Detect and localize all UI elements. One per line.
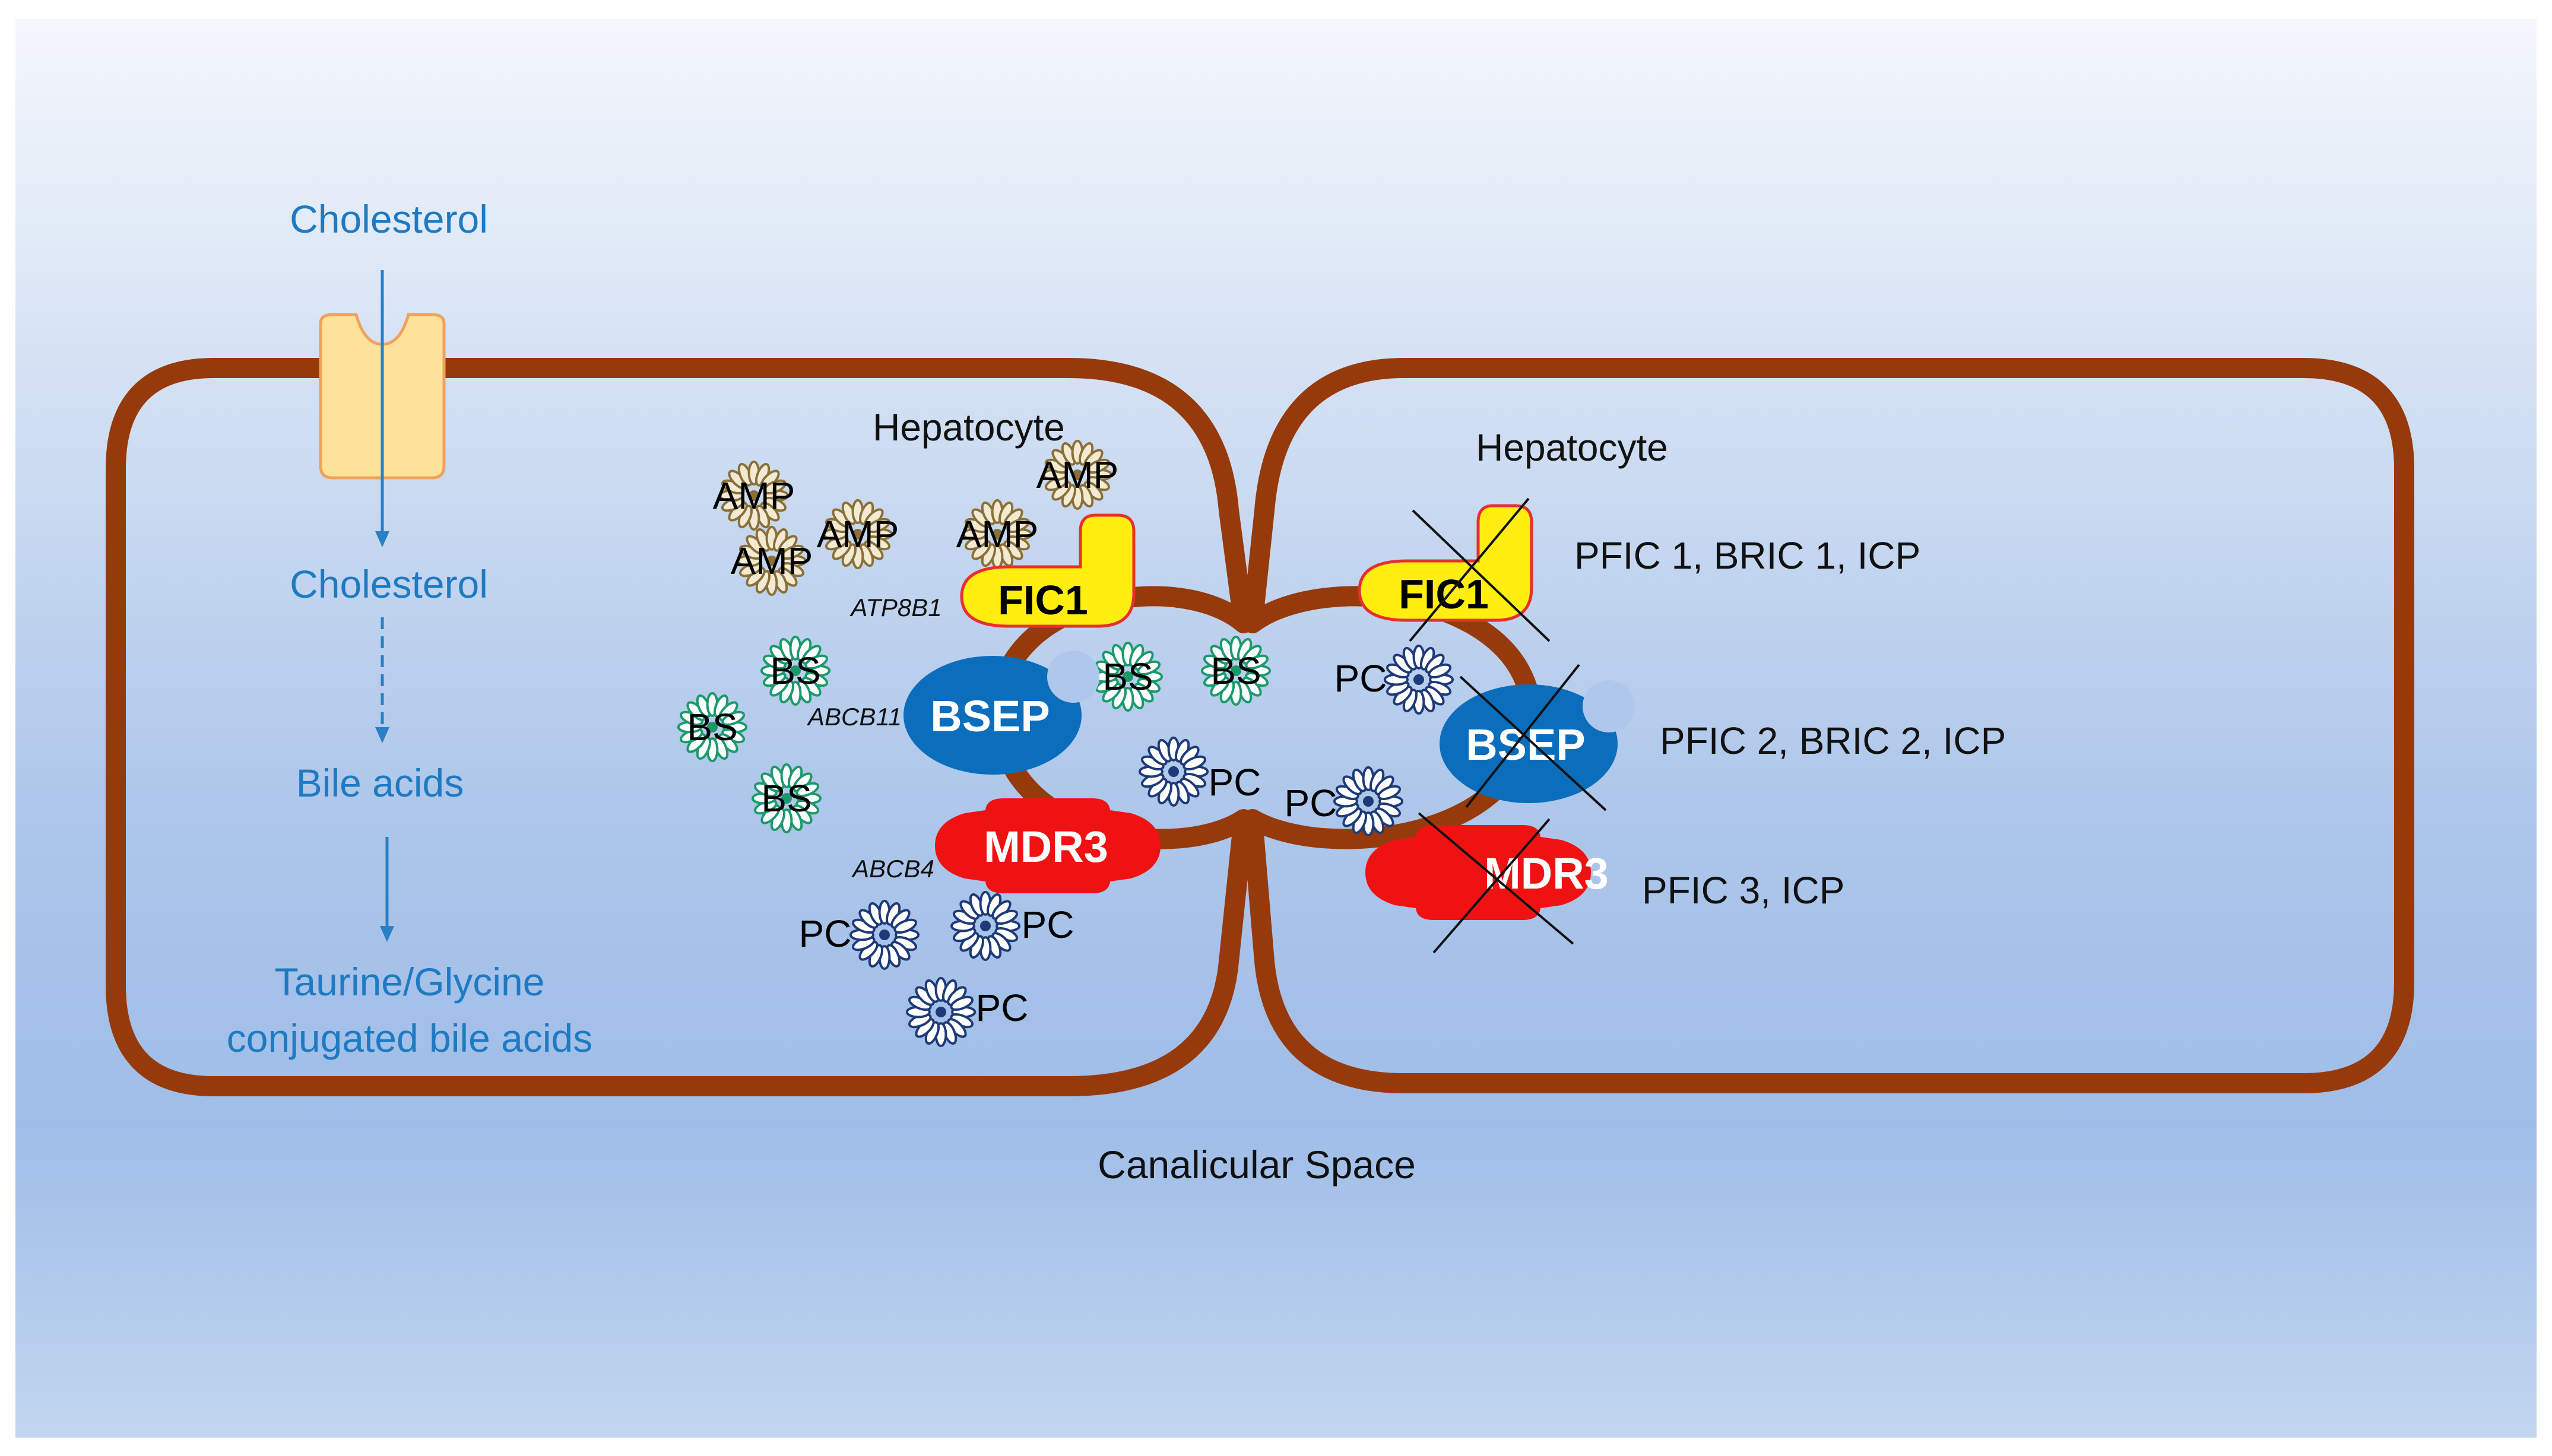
background-panel [15, 19, 2537, 1438]
left-fic1-shape [960, 513, 1136, 628]
fic1-disease-label: PFIC 1, BRIC 1, ICP [1574, 534, 1920, 577]
pc-micelle [950, 890, 1021, 962]
amp-label: AMP [713, 474, 795, 517]
amp-micelle [1042, 439, 1113, 510]
right-fic1-cross-a [1412, 509, 1551, 642]
synthesis-arrowhead [375, 727, 389, 743]
bs-label: BS [1102, 655, 1153, 698]
pc-label: PC [1209, 761, 1261, 804]
right-hepatocyte-label: Hepatocyte [1476, 426, 1668, 469]
left-hepatocyte-membrane [106, 358, 1254, 1096]
right-hepatocyte-membrane [1242, 358, 2414, 1093]
cholesterol-uptake-arrowhead [375, 531, 389, 547]
bs-label: BS [761, 777, 811, 820]
right-fic1-label: FIC1 [1399, 571, 1489, 617]
left-fic1-label: FIC1 [998, 577, 1088, 623]
pc-label: PC [976, 986, 1029, 1029]
bsep-disease-label: PFIC 2, BRIC 2, ICP [1660, 719, 2006, 762]
bs-micelle [677, 691, 748, 763]
right-fic1: FIC1 [1358, 497, 1551, 642]
pc-micelle [1138, 736, 1209, 807]
left-mdr3: MDR3 [935, 798, 1161, 893]
amp-micelle [718, 460, 790, 531]
right-fic1-shape [1358, 504, 1533, 622]
conjugation-arrowhead [380, 926, 394, 942]
right-bsep-cross-b [1465, 664, 1580, 808]
mdr3-disease-label: PFIC 3, ICP [1642, 869, 1844, 912]
bs-label: BS [1210, 649, 1261, 692]
right-mdr3-shape [1365, 825, 1591, 920]
left-bsep-shape [903, 656, 1082, 775]
left-bsep-notch [1047, 651, 1099, 703]
right-bsep-cross-a [1459, 675, 1607, 811]
right-mdr3-label: MDR3 [1484, 849, 1609, 898]
right-bsep-label: BSEP [1466, 720, 1586, 769]
left-fic1: FIC1 [960, 513, 1136, 628]
amp-micelle [962, 499, 1033, 570]
pc-label: PC [799, 912, 852, 955]
bs-micelle [1092, 641, 1164, 712]
left-atp8b1-gene: ATP8B1 [849, 594, 941, 621]
conjugated-label-line1: Taurine/Glycine [275, 960, 545, 1004]
pc-micelle [905, 976, 977, 1048]
canalicular-space-label: Canalicular Space [1098, 1143, 1416, 1187]
pc-micelle [1333, 766, 1404, 837]
right-mdr3-cross-b [1432, 818, 1551, 954]
cholesterol-label-mid: Cholesterol [290, 562, 488, 606]
right-mdr3: MDR3 [1365, 812, 1609, 954]
pc-label: PC [1334, 657, 1387, 700]
pc-micelle [1383, 644, 1454, 715]
left-bsep: BSEP [903, 651, 1099, 775]
bs-label: BS [687, 706, 737, 748]
bs-label: BS [770, 649, 820, 692]
amp-label: AMP [1036, 453, 1119, 496]
cholesterol-label-top: Cholesterol [290, 197, 488, 241]
conjugated-label-line2: conjugated bile acids [227, 1016, 592, 1060]
bs-micelle [1200, 635, 1272, 706]
amp-micelle [822, 499, 893, 570]
left-hepatocyte-label: Hepatocyte [873, 406, 1065, 449]
right-mdr3-cross-a [1418, 812, 1574, 945]
bile-acids-label: Bile acids [296, 761, 464, 805]
right-fic1-cross-b [1409, 497, 1530, 642]
pc-micelle [849, 899, 920, 970]
left-mdr3-shape [935, 798, 1161, 893]
bs-micelle [760, 635, 831, 706]
right-bsep-shape [1440, 684, 1618, 803]
bs-micelle [751, 763, 822, 834]
left-mdr3-label: MDR3 [984, 822, 1108, 871]
amp-micelle [736, 525, 807, 597]
right-bsep: BSEP [1440, 664, 1635, 811]
right-bsep-notch [1583, 680, 1635, 732]
pc-label: PC [1285, 782, 1337, 824]
pc-label: PC [1022, 903, 1074, 946]
amp-label: AMP [817, 513, 899, 556]
left-bsep-label: BSEP [930, 691, 1050, 741]
amp-label: AMP [956, 513, 1039, 556]
left-abcb11-gene: ABCB11 [806, 703, 902, 731]
left-abcb4-gene: ABCB4 [851, 855, 934, 883]
amp-label: AMP [731, 540, 813, 582]
